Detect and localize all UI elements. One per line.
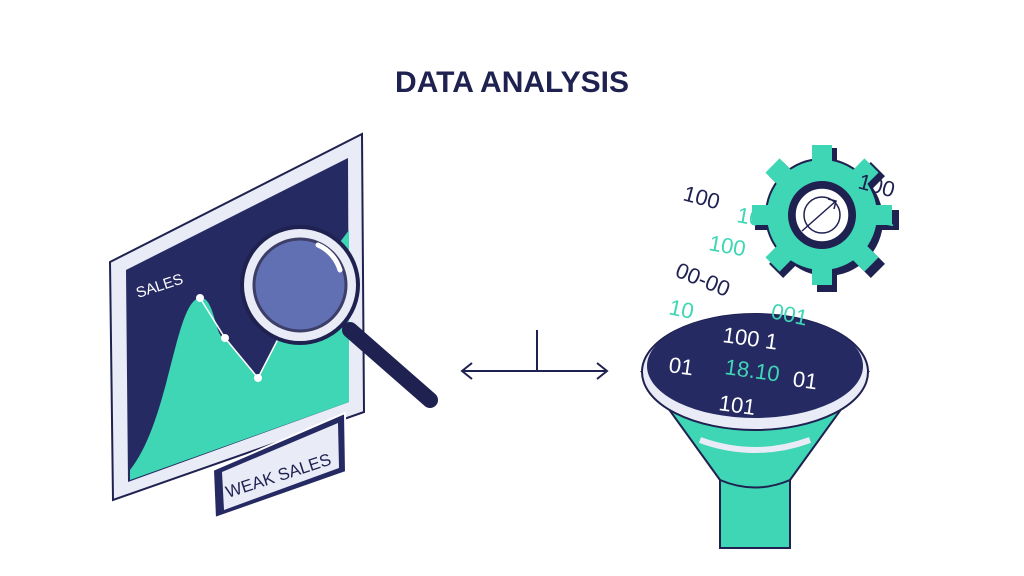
weak-sales-callout: WEAK SALES bbox=[211, 411, 348, 520]
gear-icon bbox=[723, 116, 929, 322]
binary-text: 101 bbox=[717, 390, 757, 420]
binary-text: 01 bbox=[667, 352, 695, 380]
binary-text: 01 bbox=[791, 366, 819, 394]
binary-text: 100 bbox=[707, 230, 748, 261]
binary-text: 00-00 bbox=[672, 257, 734, 301]
data-point bbox=[221, 334, 229, 342]
sales-area-chart bbox=[130, 230, 349, 480]
binary-text: 100 bbox=[681, 181, 723, 215]
binary-text: 10 bbox=[667, 294, 696, 324]
double-arrow-icon bbox=[460, 330, 609, 380]
binary-stream: 100 00-00 100 100 1 01 01 101 10 100 10 … bbox=[667, 169, 898, 420]
data-point bbox=[254, 374, 262, 382]
data-funnel bbox=[640, 313, 870, 549]
data-point bbox=[196, 294, 204, 302]
magnifying-glass-icon bbox=[240, 225, 438, 408]
binary-text: 01 bbox=[869, 202, 897, 231]
binary-text: 10 bbox=[735, 202, 763, 231]
page-title: DATA ANALYSIS bbox=[395, 66, 629, 99]
